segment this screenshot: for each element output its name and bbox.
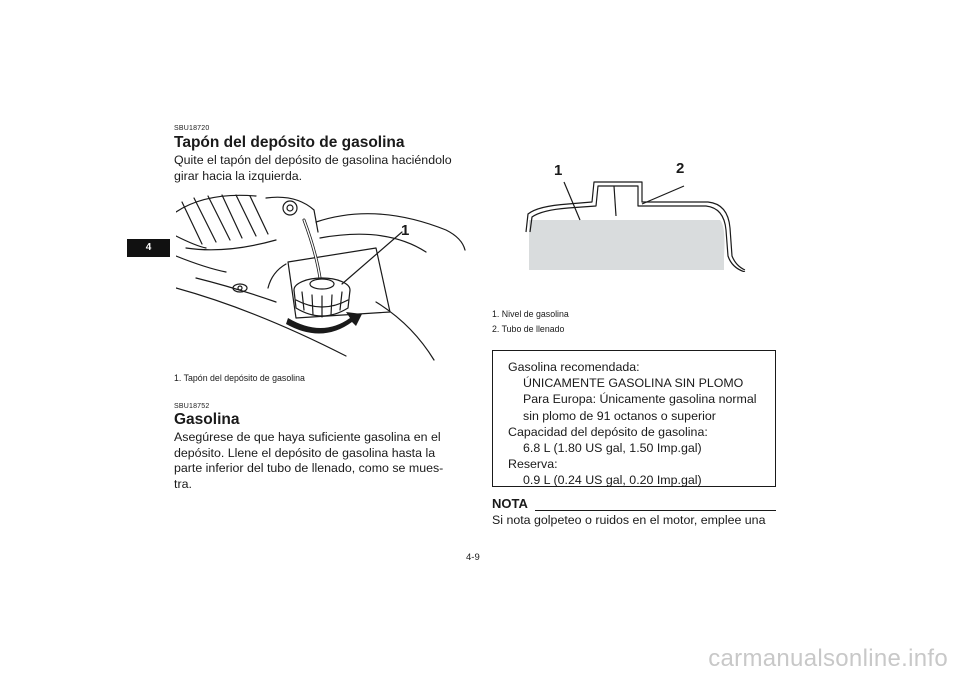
body-line: Asegúrese de que haya suficiente gasolin… <box>174 430 441 444</box>
spec-row: Reserva: <box>508 457 558 472</box>
spec-row: Gasolina recomendada: <box>508 360 640 374</box>
diagram-caption: 2. Tubo de llenado <box>492 324 565 334</box>
watermark: carmanualsonline.info <box>708 645 948 672</box>
note-divider <box>535 510 776 511</box>
diagram-callout: 1 <box>554 162 563 179</box>
body-line: parte inferior del tubo de llenado, como… <box>174 461 444 475</box>
body-line: tra. <box>174 476 192 491</box>
fuel-cap-illustration <box>176 194 466 361</box>
figure-caption: 1. Tapón del depósito de gasolina <box>174 373 305 383</box>
section-body: Quite el tapón del depósito de gasolina … <box>174 153 464 184</box>
spec-row: Capacidad del depósito de gasolina: <box>508 424 708 439</box>
spec-row: ÚNICAMENTE GASOLINA SIN PLOMO <box>523 376 744 391</box>
chapter-tab: 4 <box>127 239 170 257</box>
section-title: Tapón del depósito de gasolina <box>174 134 405 151</box>
body-line: girar hacia la izquierda. <box>174 168 303 183</box>
body-line: Quite el tapón del depósito de gasolina … <box>174 153 452 167</box>
section-code: SBU18752 <box>174 403 210 410</box>
section-title: Gasolina <box>174 411 240 428</box>
spec-row: 0.9 L (0.24 US gal, 0.20 Imp.gal) <box>523 473 702 488</box>
fuel-specification-box: Gasolina recomendada: ÚNICAMENTE GASOLIN… <box>492 350 776 487</box>
figure-callout: 1 <box>401 222 410 239</box>
page-number: 4-9 <box>466 552 480 563</box>
spec-row: sin plomo de 91 octanos o superior <box>523 408 716 423</box>
spec-row: 6.8 L (1.80 US gal, 1.50 Imp.gal) <box>523 441 702 456</box>
diagram-callout: 2 <box>676 160 685 177</box>
note-label: NOTA <box>492 496 528 511</box>
diagram-caption: 1. Nivel de gasolina <box>492 309 569 319</box>
section-code: SBU18720 <box>174 125 210 132</box>
section-body: Asegúrese de que haya suficiente gasolin… <box>174 430 464 492</box>
fuel-tank-diagram <box>525 181 746 272</box>
body-line: depósito. Llene el depósito de gasolina … <box>174 445 436 460</box>
spec-row: Para Europa: Únicamente gasolina normal <box>523 392 757 407</box>
note-body: Si nota golpeteo o ruidos en el motor, e… <box>492 513 766 527</box>
